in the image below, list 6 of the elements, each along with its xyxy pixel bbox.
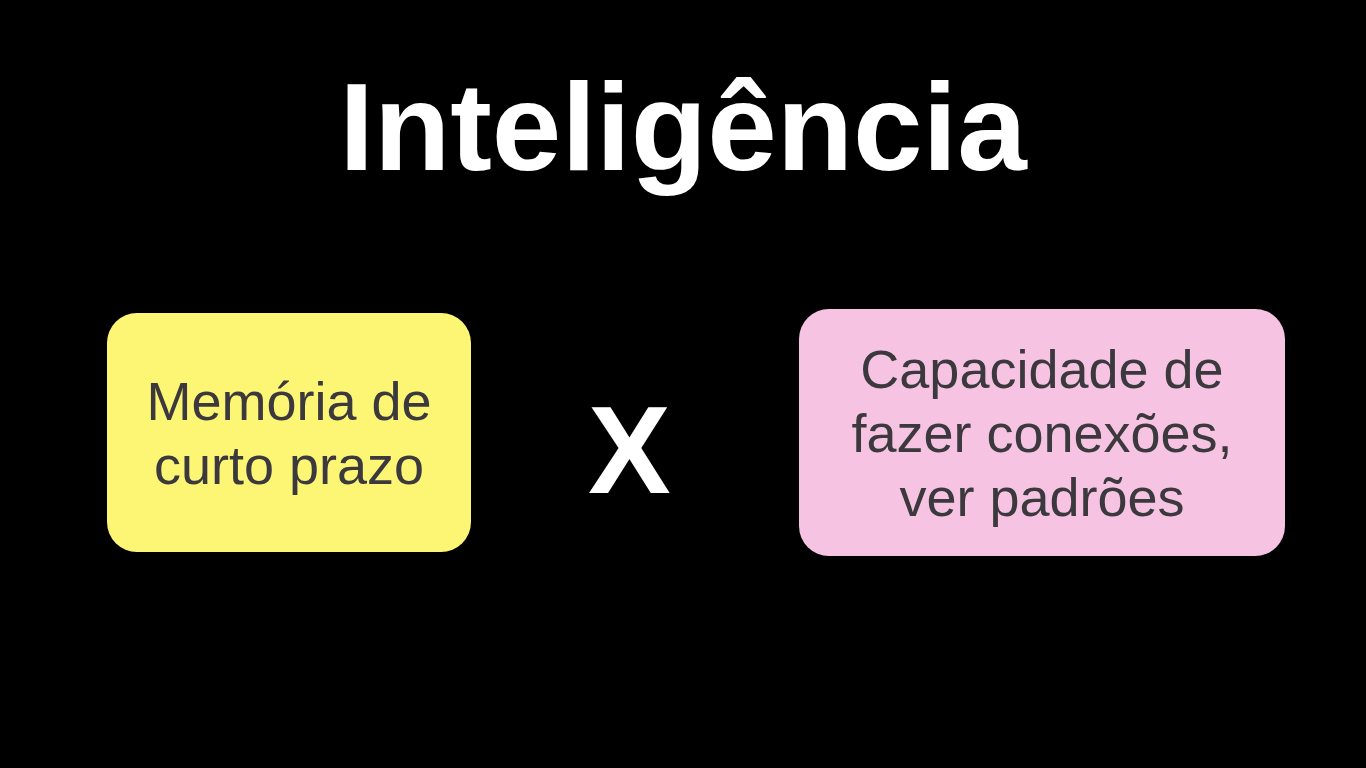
slide-title: Inteligência (339, 56, 1027, 198)
times-sign-text: X (588, 388, 671, 512)
card-text: Capacidade de fazer conexões, ver padrões (850, 337, 1234, 529)
card-text: Memória de curto prazo (145, 369, 433, 497)
rounded-card (799, 309, 1285, 556)
rounded-card (107, 313, 471, 552)
